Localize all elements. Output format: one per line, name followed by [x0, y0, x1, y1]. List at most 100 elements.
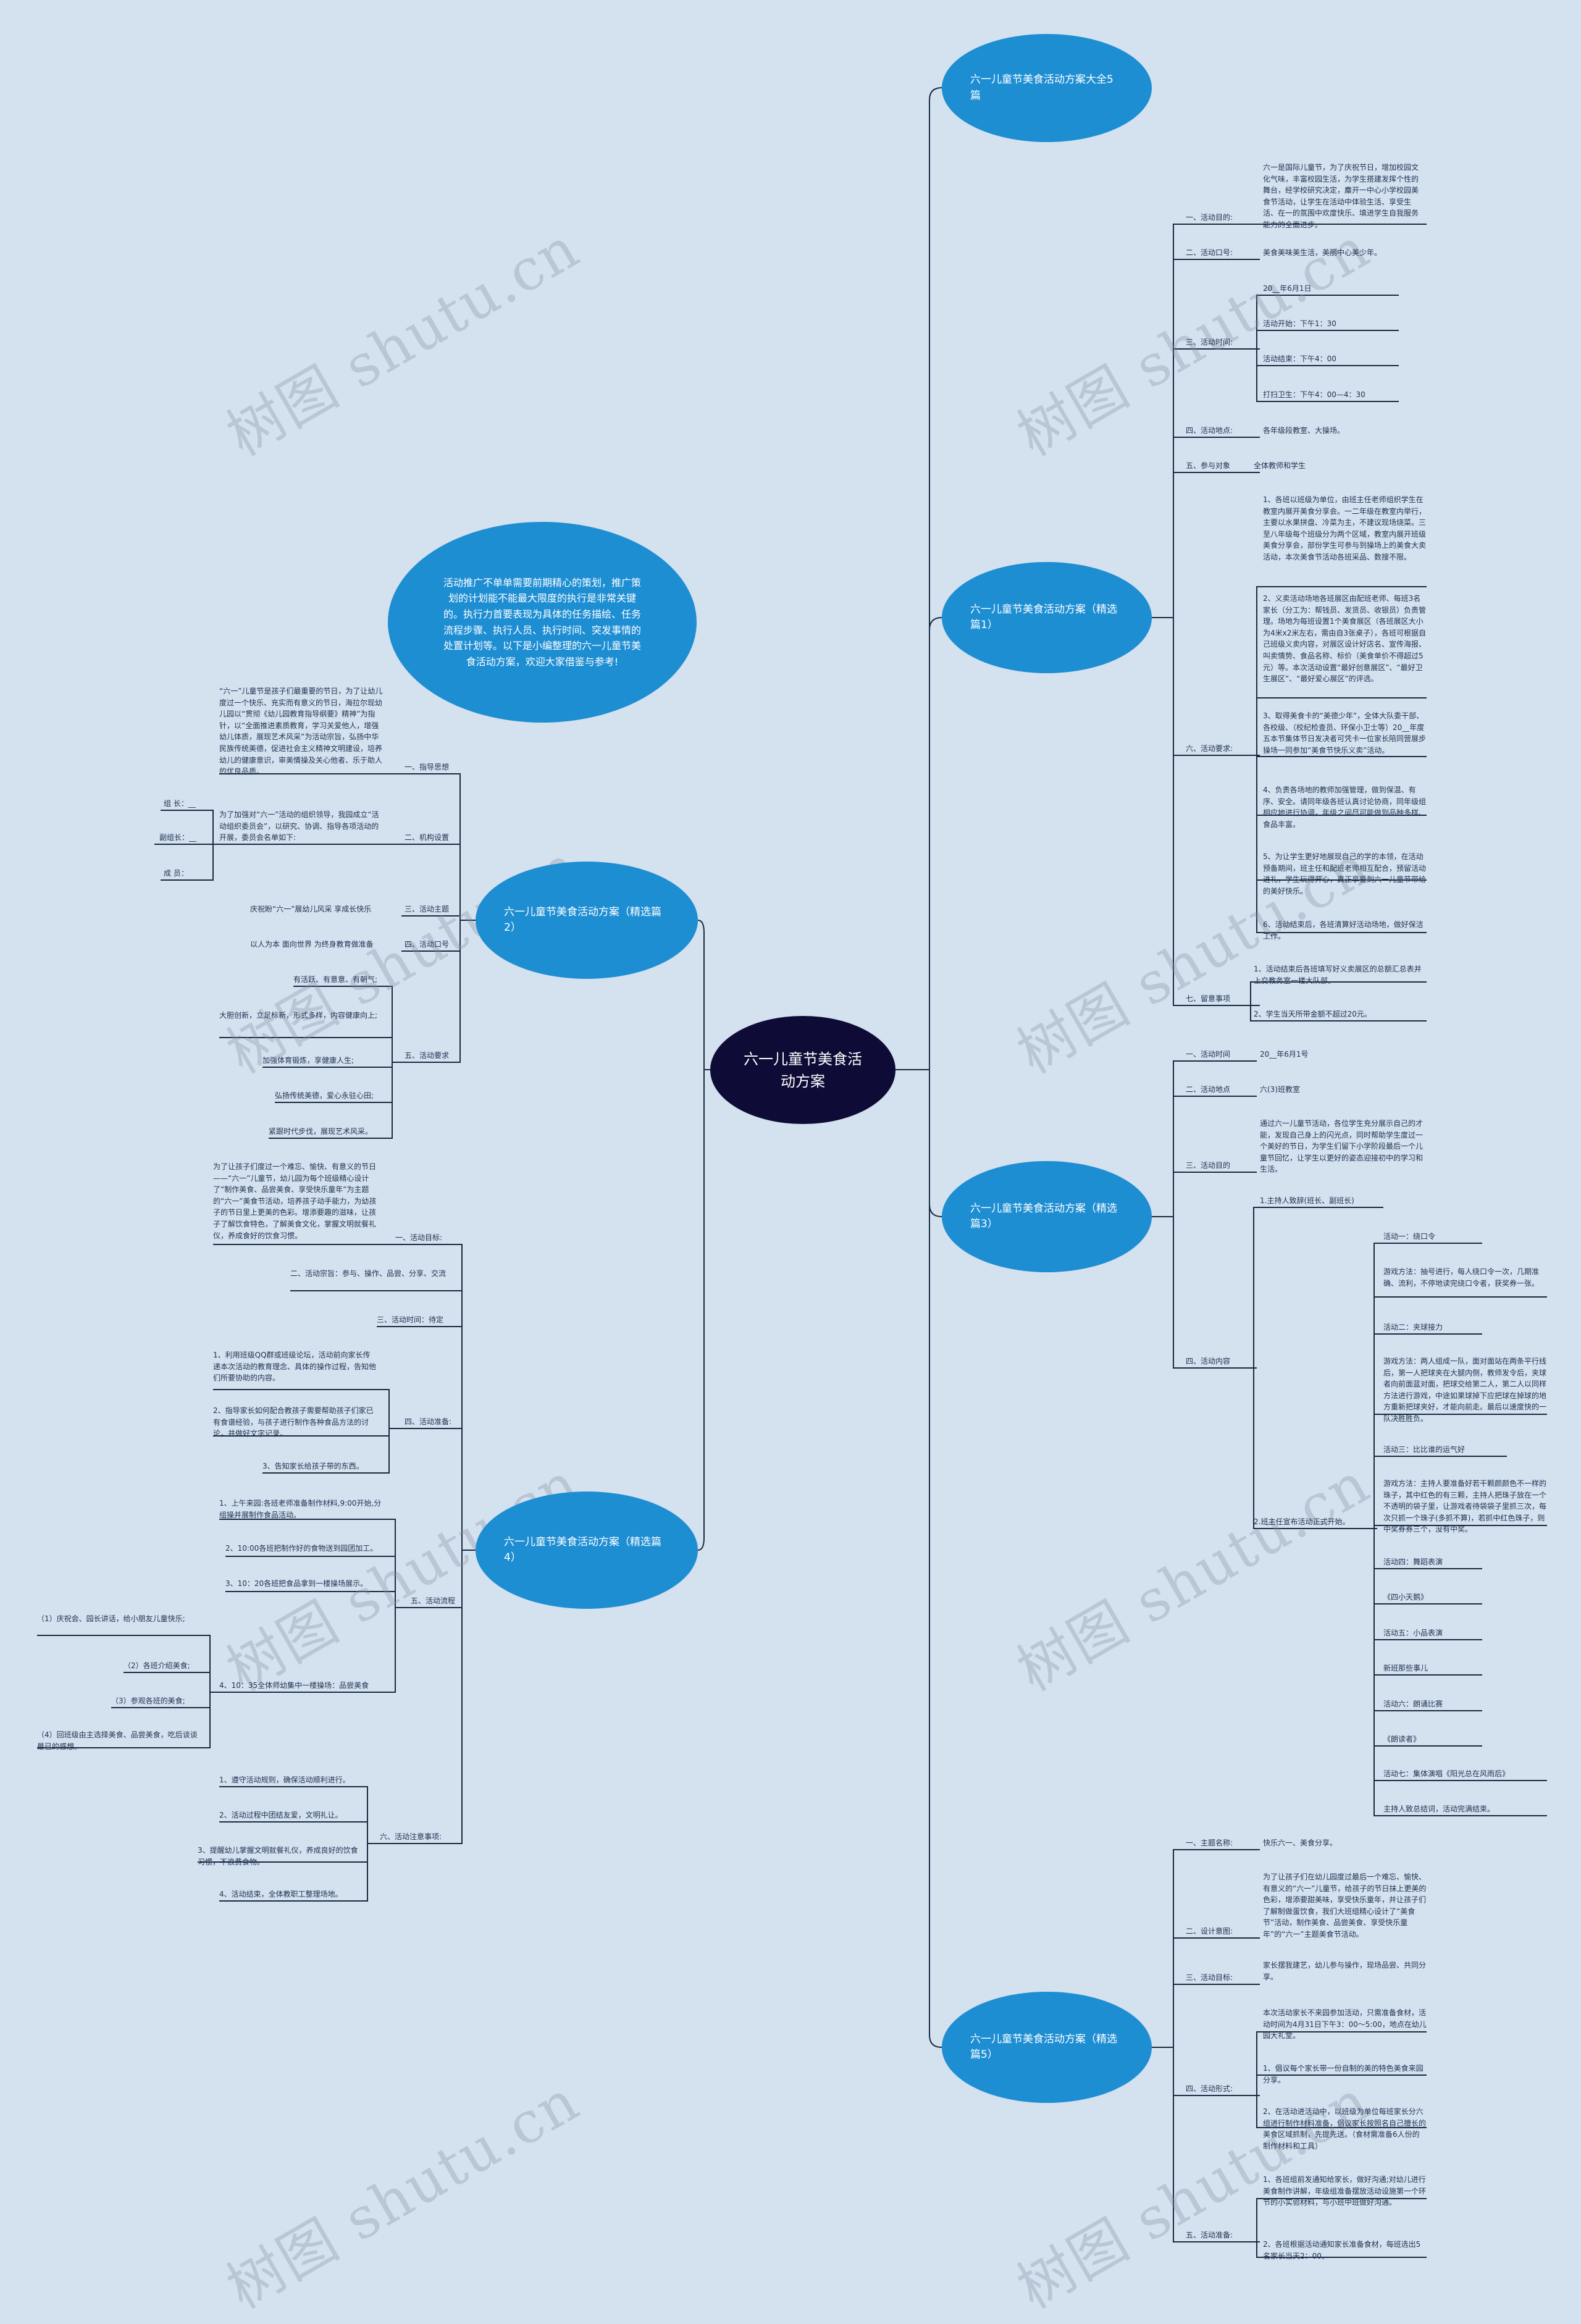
p4-section-1[interactable]: 一、活动目标: [395, 1233, 443, 1242]
p2-section-5[interactable]: 五、活动要求 [405, 1051, 450, 1060]
connector-line [37, 1692, 219, 1748]
p5-text-2a: 为了让孩子们在幼儿园度过最后一个难忘、愉快、有意义的“六一”儿童节，给孩子的节日… [1263, 1873, 1427, 1939]
p2-text-3a: 庆祝盼“六一”展幼儿风采 享成长快乐 [250, 905, 372, 913]
root-node[interactable]: 六一儿童节美食活动方案 [710, 1016, 895, 1124]
connector-line [895, 1069, 942, 1217]
connector-line [1373, 1528, 1482, 1640]
p1-text-2a: 美食美味美生活，美丽中心美少年。 [1263, 248, 1382, 257]
p4-text-5d1: （1）庆祝会、园长讲话，给小朋友儿童快乐; [37, 1614, 185, 1623]
p3-text-4b8: 《四小天鹅》 [1383, 1593, 1428, 1601]
p3-text-4b11: 活动六：朗诵比赛 [1383, 1700, 1443, 1708]
p1-text-7b: 2、学生当天所带金额不超过20元。 [1254, 1010, 1372, 1018]
p4-text-4c: 3、告知家长给孩子带的东西。 [262, 1462, 364, 1470]
p1-text-4a: 各年级段教室、大操场。 [1263, 426, 1345, 435]
connector-line [1253, 1207, 1383, 1369]
p4-section-4[interactable]: 四、活动准备: [405, 1417, 452, 1426]
p1-section-1[interactable]: 一、活动目的: [1186, 213, 1233, 222]
connector-line [219, 1843, 377, 1902]
p2-text-1a: “六一”儿童节是孩子们最重要的节日，为了让幼儿度过一个快乐、充实而有意义的节日，… [219, 687, 383, 776]
p3-text-4b12: 《朗读者》 [1383, 1735, 1421, 1743]
p5-text-3a: 家长摆我建艺，幼儿参与操作，现场品尝、共同分享。 [1263, 1961, 1427, 1981]
p3-text-4b1: 活动一：绕口令 [1383, 1232, 1436, 1241]
p1-text-3b: 活动开始：下午1：30 [1263, 319, 1336, 328]
p3-text-2a: 六(3)班教室 [1260, 1085, 1300, 1094]
p1-text-3c: 活动结束：下午4：00 [1263, 354, 1336, 363]
p2-section-2[interactable]: 二、机构设置 [405, 833, 450, 842]
p1-section-6[interactable]: 六、活动要求: [1186, 744, 1233, 753]
connector-line [401, 920, 476, 1063]
p1-section-2[interactable]: 二、活动口号: [1186, 248, 1233, 257]
connector-line [895, 617, 942, 1070]
p4-section-6[interactable]: 六、活动注意事项: [380, 1832, 442, 1841]
p5-section-5[interactable]: 五、活动准备: [1186, 2231, 1233, 2239]
p4-text-6d: 4、活动结束，全体教职工整理场地。 [219, 1890, 343, 1898]
branch-plan-3[interactable]: 六一儿童节美食活动方案（精选篇3） [942, 1161, 1152, 1272]
p1-text-6e: 5、为让学生更好地展现自己的学的本领，在活动预备期间，班主任和配班老师相互配合，… [1263, 852, 1427, 896]
intro-node: 活动推广不单单需要前期精心的策划，推广策划的计划能不能最大限度的执行是非常关键的… [388, 522, 697, 723]
connector-line [1256, 348, 1399, 402]
connector-line [1256, 755, 1427, 933]
p3-text-4b5: 活动三：比比谁的运气好 [1383, 1445, 1466, 1454]
connector-line [219, 1821, 377, 1844]
p2-section-4[interactable]: 四、活动口号 [405, 940, 450, 949]
p1-text-6d: 4、负责各场地的教师加强管理，做到保温、有序、安全。请同年级各班认真讨论协商，同… [1263, 786, 1427, 829]
p4-section-2[interactable]: 二、活动宗旨：参与、操作、品尝、分享、交流 [290, 1269, 447, 1278]
p1-section-4[interactable]: 四、活动地点: [1186, 426, 1233, 435]
p3-text-4b7: 活动四：舞蹈表演 [1383, 1558, 1443, 1566]
p4-section-3[interactable]: 三、活动时间：待定 [377, 1315, 444, 1324]
p5-section-1[interactable]: 一、主题名称: [1186, 1839, 1233, 1847]
p4-text-6a: 1、遵守活动规则，确保活动顺利进行。 [219, 1776, 350, 1784]
p3-text-4b13: 活动七：集体演唱《阳光总在风雨后》 [1383, 1769, 1510, 1778]
p1-text-6a: 1、各班以班级为单位，由班主任老师组织学生在教室内展开美食分享会。一二年级在教室… [1263, 495, 1427, 561]
p4-text-5d4: （4）回班级由主选择美食、品尝美食，吃后谈谈最已的感想。 [37, 1730, 198, 1751]
p1-text-5a: 全体教师和学生 [1254, 461, 1306, 470]
branch-summary[interactable]: 六一儿童节美食活动方案大全5篇 [942, 34, 1152, 142]
p4-text-5d2: （2）各班介绍美食; [124, 1661, 190, 1670]
p2-text-5b: 大胆创新，立足标新，形式多样，内容健康向上; [219, 1011, 378, 1020]
p1-section-3[interactable]: 三、活动时间: [1186, 338, 1233, 346]
p1-section-5[interactable]: 五、参与对象 [1186, 461, 1231, 470]
connector-line [161, 844, 219, 881]
connector-line [1373, 1528, 1547, 1816]
connector-line [219, 1607, 408, 1693]
p5-section-2[interactable]: 二、设计意图: [1186, 1927, 1233, 1936]
connector-line [895, 1069, 942, 2048]
connector-line [895, 87, 942, 1070]
p1-section-7[interactable]: 七、留意事项 [1186, 994, 1231, 1003]
p3-section-4[interactable]: 四、活动内容 [1186, 1357, 1231, 1365]
p1-text-6f: 6、活动结束后，各班清算好活动场地，做好保洁工作。 [1263, 920, 1424, 941]
p3-section-3[interactable]: 三、活动目的 [1186, 1161, 1231, 1170]
connector-line [1152, 1984, 1260, 2048]
p4-text-5c: 3、10：20各班把食品拿到一楼操场展示。 [225, 1579, 368, 1588]
connector-line [1256, 2241, 1427, 2258]
p3-section-2[interactable]: 二、活动地点 [1186, 1085, 1231, 1094]
connector-line [1152, 1216, 1257, 1369]
p2-text-2d: 成 员： [164, 869, 188, 878]
branch-plan-5[interactable]: 六一儿童节美食活动方案（精选篇5） [942, 1992, 1152, 2103]
p5-text-4a: 本次活动家长不来园参加活动，只需准备食材，活动时间为4月31日下午3：00～5:… [1263, 2008, 1427, 2041]
p5-text-4b: 1、倡议每个家长带一份自制的美的特色美食来园分享。 [1263, 2064, 1424, 2084]
p5-section-3[interactable]: 三、活动目标: [1186, 1973, 1233, 1982]
connector-line [1152, 1849, 1260, 2048]
connector-line [1152, 1172, 1257, 1217]
p3-text-4a: 1.主持人致辞(班长、副班长) [1260, 1196, 1354, 1205]
p3-text-3a: 通过六一儿童节活动，各位学生充分展示自己的才能，发现自己身上的闪光点，同时帮助学… [1260, 1119, 1424, 1174]
connector-line [697, 920, 710, 1070]
p2-section-3[interactable]: 三、活动主题 [405, 905, 450, 913]
p2-section-1[interactable]: 一、指导思想 [405, 763, 450, 771]
p3-section-1[interactable]: 一、活动时间 [1186, 1050, 1231, 1059]
p3-text-4b6: 游戏方法：主持人要准备好若干颗颜颜色不一样的珠子，其中红色的有三颗，主持人把珠子… [1383, 1479, 1547, 1534]
branch-plan-2[interactable]: 六一儿童节美食活动方案（精选篇2） [476, 862, 698, 979]
p4-section-5[interactable]: 五、活动流程 [411, 1596, 456, 1605]
p2-text-5c: 加强体育锻炼，享健康人生; [262, 1056, 354, 1065]
p2-text-5a: 有活跃、有意意、有朝气; [293, 975, 378, 984]
p2-text-5d: 弘扬传统美德，爱心永驻心田; [275, 1091, 374, 1100]
p4-text-6c: 3、提醒幼儿掌握文明就餐礼仪，养成良好的饮食习惯，不浪费食物。 [198, 1846, 358, 1866]
connector-line [1152, 2047, 1260, 2242]
p5-section-4[interactable]: 四、活动形式: [1186, 2084, 1233, 2093]
connector-line [1152, 1937, 1260, 2048]
connector-line [1152, 617, 1260, 1006]
p4-text-1a: 为了让孩子们度过一个难忘、愉快、有意义的节日——“六一”儿童节，幼儿园为每个班级… [213, 1162, 377, 1240]
branch-plan-1[interactable]: 六一儿童节美食活动方案（精选篇1） [942, 562, 1152, 673]
branch-plan-4[interactable]: 六一儿童节美食活动方案（精选篇4） [476, 1491, 698, 1609]
